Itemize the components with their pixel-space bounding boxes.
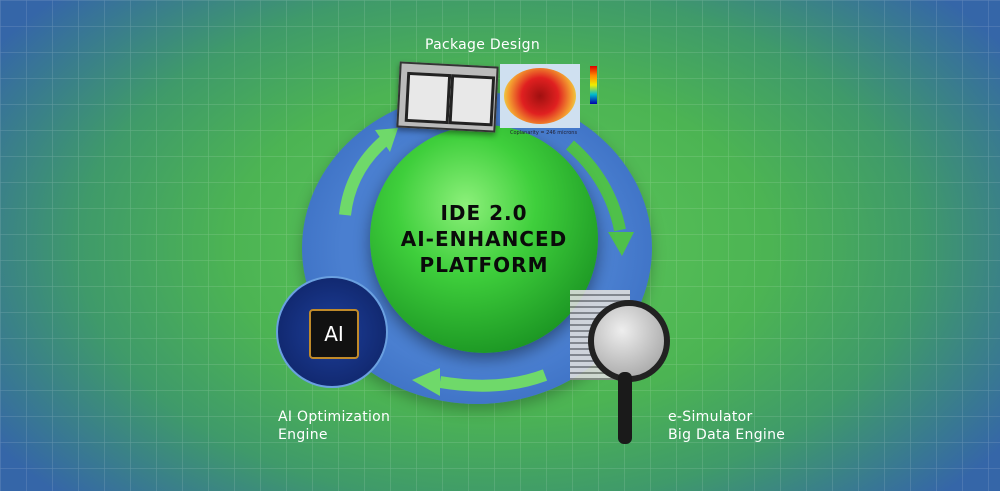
heatmap-image: [500, 64, 580, 128]
arrow-to-simulator: [566, 140, 626, 232]
arrow-head-up: [375, 128, 398, 152]
ai-engine-line-2: Engine: [278, 427, 328, 443]
magnifier-handle: [618, 372, 632, 444]
magnifier-icon: [588, 300, 670, 382]
simulator-line-2: Big Data Engine: [668, 427, 786, 443]
title-line-1: IDE 2.0: [440, 201, 528, 225]
ai-chip-icon: AI: [309, 309, 359, 359]
coplanarity-caption: Coplanarity = 246 microns: [510, 130, 578, 136]
platform-sphere: [370, 125, 598, 353]
package-chip-image: [396, 61, 499, 133]
platform-title: IDE 2.0 AI-ENHANCED PLATFORM: [370, 200, 598, 278]
ai-chip-circle: AI: [276, 276, 388, 388]
title-line-2: AI-ENHANCED: [400, 227, 568, 251]
title-line-3: PLATFORM: [419, 253, 549, 277]
ai-engine-line-1: AI Optimization: [278, 409, 391, 425]
arrow-to-ai: [439, 369, 548, 392]
package-design-label: Package Design: [425, 37, 541, 53]
heatmap-colorbar: [590, 66, 597, 104]
simulator-label: e-Simulator Big Data Engine: [668, 408, 785, 444]
simulator-line-1: e-Simulator: [668, 409, 753, 425]
ai-engine-label: AI Optimization Engine: [278, 408, 390, 444]
arrow-head-down: [608, 232, 634, 256]
arrow-head-left: [412, 368, 440, 396]
arrow-to-package: [339, 135, 389, 216]
